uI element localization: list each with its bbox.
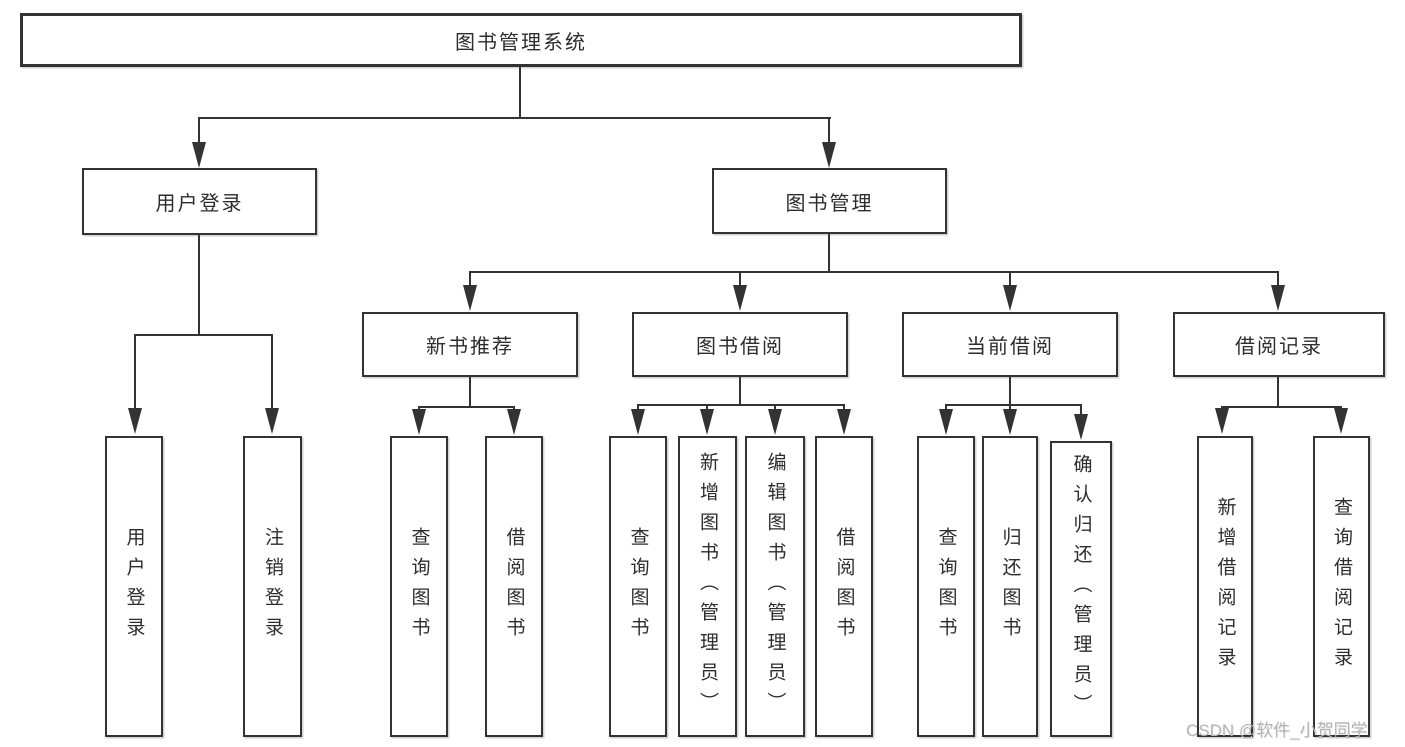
node-book-management-label: 图书管理 bbox=[785, 192, 874, 215]
connector-bb-shaft-4 bbox=[843, 404, 845, 411]
arrow-down-icon bbox=[1074, 414, 1088, 440]
node-leaf-borrow-books-bb: 借阅图书 bbox=[815, 436, 873, 737]
connector-userlogin-shaft-1 bbox=[134, 334, 136, 408]
node-leaf-query-books-bb: 查询图书 bbox=[609, 436, 667, 737]
node-book-borrow-label: 图书借阅 bbox=[696, 336, 784, 358]
node-leaf-query-borrow-record: 查询借阅记录 bbox=[1313, 436, 1370, 737]
watermark: CSDN @软件_小贺同学 bbox=[1186, 721, 1368, 740]
node-borrow-records-label: 借阅记录 bbox=[1235, 336, 1323, 358]
node-leaf-logout: 注销登录 bbox=[243, 436, 302, 737]
connector-bb-shaft-3 bbox=[774, 404, 776, 411]
connector-userlogin-shaft-2 bbox=[271, 334, 273, 408]
leaf-label: 确认归还（管理员） bbox=[1070, 454, 1092, 724]
node-book-management: 图书管理 bbox=[712, 168, 947, 234]
node-leaf-borrow-books-nbr: 借阅图书 bbox=[485, 436, 543, 737]
arrow-down-icon bbox=[1271, 285, 1285, 311]
node-leaf-add-books-admin: 新增图书（管理员） bbox=[678, 436, 737, 737]
arrow-down-icon bbox=[837, 409, 851, 435]
connector-userlogin-split bbox=[134, 334, 273, 336]
node-leaf-user-login-action: 用户登录 bbox=[105, 436, 163, 737]
connector-root-right-shaft bbox=[828, 117, 830, 143]
arrow-down-icon bbox=[700, 409, 714, 435]
node-leaf-add-borrow-record: 新增借阅记录 bbox=[1197, 436, 1253, 737]
leaf-label: 注销登录 bbox=[262, 526, 283, 647]
leaf-label: 新增借阅记录 bbox=[1214, 496, 1236, 677]
node-leaf-confirm-return-admin: 确认归还（管理员） bbox=[1050, 441, 1112, 737]
leaf-label: 编辑图书（管理员） bbox=[764, 451, 786, 722]
connector-nbr-split bbox=[418, 406, 515, 408]
arrow-down-icon bbox=[768, 409, 782, 435]
node-book-borrow: 图书借阅 bbox=[632, 312, 848, 377]
connector-nbr-shaft-2 bbox=[513, 406, 515, 411]
node-leaf-query-books-cb: 查询图书 bbox=[917, 436, 975, 737]
arrow-down-icon bbox=[1003, 409, 1017, 435]
connector-br-stem bbox=[1277, 377, 1279, 408]
arrow-down-icon bbox=[1003, 285, 1017, 311]
connector-bookmgmt-shaft-1 bbox=[469, 271, 471, 286]
connector-nbr-stem bbox=[469, 377, 471, 408]
arrow-down-icon bbox=[412, 409, 426, 435]
arrow-down-icon bbox=[463, 285, 477, 311]
leaf-label: 新增图书（管理员） bbox=[697, 451, 718, 722]
connector-bookmgmt-shaft-3 bbox=[1009, 271, 1011, 286]
connector-cb-shaft-2 bbox=[1009, 404, 1011, 411]
node-leaf-return-books: 归还图书 bbox=[982, 436, 1038, 737]
connector-cb-shaft-1 bbox=[945, 404, 947, 411]
connector-cb-split bbox=[945, 404, 1082, 406]
connector-bookmgmt-stem bbox=[828, 234, 830, 272]
node-leaf-query-books-nbr: 查询图书 bbox=[390, 436, 448, 737]
connector-cb-shaft-3 bbox=[1080, 404, 1082, 415]
connector-root-left-shaft bbox=[198, 117, 200, 143]
arrow-down-icon bbox=[265, 408, 279, 434]
node-user-login-label: 用户登录 bbox=[155, 193, 244, 215]
arrow-down-icon bbox=[507, 409, 521, 435]
connector-bookmgmt-shaft-2 bbox=[739, 271, 741, 286]
leaf-label: 用户登录 bbox=[123, 526, 145, 647]
connector-root-stem bbox=[519, 67, 521, 118]
connector-bb-shaft-1 bbox=[637, 404, 639, 411]
node-new-book-recommend: 新书推荐 bbox=[362, 312, 578, 377]
arrow-down-icon bbox=[822, 142, 836, 168]
node-root: 图书管理系统 bbox=[20, 13, 1022, 67]
connector-bb-stem bbox=[739, 377, 741, 406]
connector-bookmgmt-shaft-4 bbox=[1277, 271, 1279, 286]
arrow-down-icon bbox=[939, 409, 953, 435]
node-root-label: 图书管理系统 bbox=[455, 31, 587, 54]
node-current-borrow: 当前借阅 bbox=[902, 312, 1118, 377]
connector-userlogin-stem bbox=[198, 235, 200, 335]
arrow-down-icon bbox=[1215, 408, 1229, 434]
leaf-label: 借阅图书 bbox=[833, 526, 855, 647]
connector-bb-split bbox=[637, 404, 845, 406]
node-user-login: 用户登录 bbox=[82, 168, 317, 235]
connector-bb-shaft-2 bbox=[706, 404, 708, 411]
leaf-label: 查询图书 bbox=[935, 526, 957, 647]
connector-nbr-shaft-1 bbox=[418, 406, 420, 411]
arrow-down-icon bbox=[128, 408, 142, 434]
leaf-label: 查询图书 bbox=[627, 526, 649, 647]
arrow-down-icon bbox=[1334, 408, 1348, 434]
node-borrow-records: 借阅记录 bbox=[1173, 312, 1385, 377]
node-current-borrow-label: 当前借阅 bbox=[966, 336, 1054, 358]
arrow-down-icon bbox=[192, 142, 206, 168]
leaf-label: 归还图书 bbox=[999, 526, 1021, 647]
connector-cb-stem bbox=[1009, 377, 1011, 406]
arrow-down-icon bbox=[631, 409, 645, 435]
arrow-down-icon bbox=[733, 285, 747, 311]
connector-root-split bbox=[198, 117, 831, 119]
node-leaf-edit-books-admin: 编辑图书（管理员） bbox=[745, 436, 805, 737]
leaf-label: 查询借阅记录 bbox=[1331, 496, 1352, 677]
node-new-book-recommend-label: 新书推荐 bbox=[426, 336, 514, 358]
leaf-label: 查询图书 bbox=[408, 526, 430, 647]
connector-bookmgmt-split bbox=[469, 271, 1279, 273]
connector-br-split bbox=[1221, 406, 1342, 408]
leaf-label: 借阅图书 bbox=[503, 526, 525, 647]
